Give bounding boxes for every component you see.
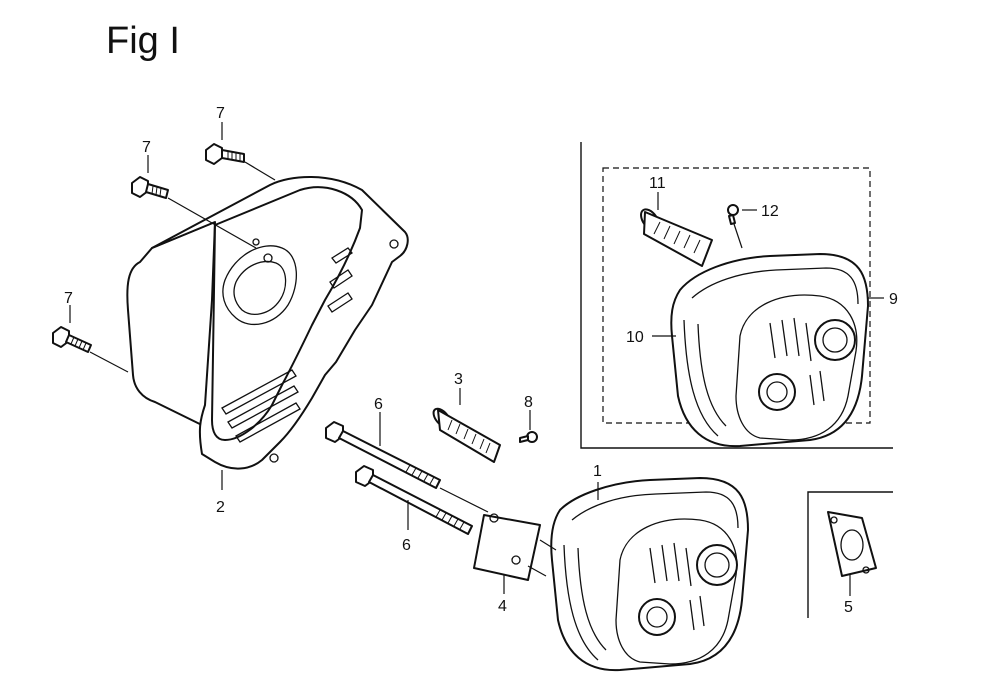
callout-1: 1: [593, 463, 602, 480]
callout-7-top: 7: [216, 105, 225, 122]
tapping-screw-kit: [727, 204, 739, 225]
spark-arrester: [432, 407, 501, 463]
callout-8: 8: [524, 394, 533, 411]
callout-4: 4: [498, 598, 507, 615]
callout-6-upper: 6: [374, 396, 383, 413]
callout-11: 11: [649, 175, 666, 192]
flange-bolt-left: [52, 326, 92, 353]
muffler: [550, 477, 749, 672]
gasket-kit-frame: [807, 491, 893, 618]
callout-10: 10: [626, 329, 644, 346]
flange-bolt-top: [205, 143, 245, 165]
callout-6-lower: 6: [402, 537, 411, 554]
callout-3: 3: [454, 371, 463, 388]
spark-arrester-kit: [640, 208, 713, 267]
flange-bolt-middle: [131, 176, 169, 199]
muffler-gasket: [827, 511, 877, 577]
callout-9: 9: [889, 291, 898, 308]
exhaust-guide-plate: [473, 513, 541, 581]
callout-2: 2: [216, 499, 225, 516]
stud-bolt-upper: [325, 421, 441, 489]
callout-7-middle: 7: [142, 139, 151, 156]
figure-title: Fig I: [106, 20, 180, 62]
leader-lines: [69, 122, 884, 596]
muffler-protector: [126, 176, 409, 470]
tapping-screw: [519, 431, 538, 443]
muffler-kit-body: [670, 253, 869, 448]
stud-bolt-lower: [355, 465, 473, 535]
callout-labels: 7 7 7 2 6 6 3 8 4 1 5 11 12 9 10: [64, 105, 898, 616]
callout-7-left: 7: [64, 290, 73, 307]
callout-12: 12: [761, 203, 779, 220]
callout-5: 5: [844, 599, 853, 616]
